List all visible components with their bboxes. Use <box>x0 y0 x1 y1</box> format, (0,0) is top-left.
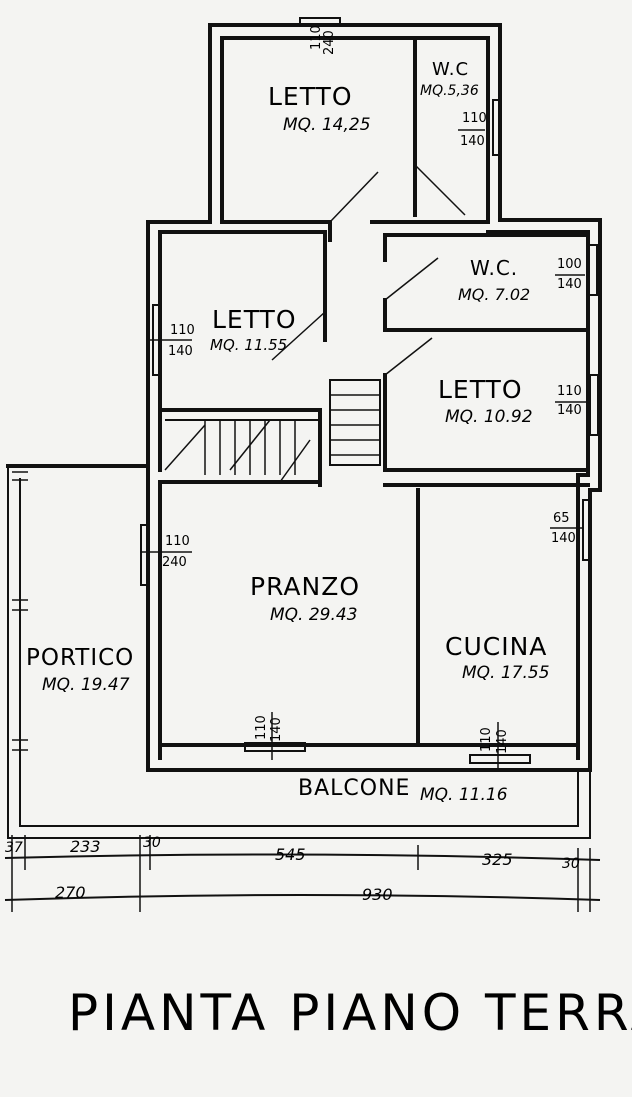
room-name: W.C. <box>470 256 518 280</box>
room-name: W.C <box>432 59 469 80</box>
room-name: LETTO <box>268 82 353 111</box>
opening-height: 240 <box>162 555 187 570</box>
interior-walls <box>158 36 590 747</box>
opening-width: 110 <box>462 111 487 126</box>
opening-width: 110 <box>165 534 190 549</box>
room-name: LETTO <box>438 375 523 404</box>
opening-height: 140 <box>557 403 582 418</box>
opening-width: 110 <box>479 727 494 752</box>
room-balcone: BALCONE MQ. 11.16 <box>298 776 508 805</box>
plan-title: PIANTA PIANO TERRA <box>68 984 632 1042</box>
room-area: MQ. 29.43 <box>270 605 358 625</box>
room-name: PRANZO <box>250 572 360 601</box>
dimension-label: 545 <box>275 845 306 864</box>
opening-right-window: 110 140 <box>555 384 590 418</box>
opening-height: 140 <box>557 277 582 292</box>
dimension-label: 930 <box>362 885 393 904</box>
opening-width: 100 <box>557 257 582 272</box>
dimension-row-2: 270 930 <box>55 883 393 904</box>
opening-height: 140 <box>168 344 193 359</box>
room-letto-right: LETTO MQ. 10.92 <box>438 375 533 427</box>
room-name: BALCONE <box>298 776 410 801</box>
room-area: MQ. 11.16 <box>420 785 508 805</box>
opening-width: 110 <box>254 715 269 740</box>
door-swings <box>229 164 466 483</box>
opening-height: 240 <box>322 30 337 55</box>
room-pranzo: PRANZO MQ. 29.43 <box>250 572 360 625</box>
room-area: MQ.5,36 <box>420 83 479 99</box>
dimension-label: 325 <box>482 850 513 869</box>
room-cucina: CUCINA MQ. 17.55 <box>445 632 550 683</box>
opening-left-window: 110 140 <box>150 323 195 359</box>
opening-cucina-window: 65 140 <box>550 511 583 546</box>
room-name: CUCINA <box>445 632 547 661</box>
opening-top-window: 110 240 <box>309 25 337 55</box>
opening-height: 140 <box>551 531 576 546</box>
dimension-label: 37 <box>5 840 23 856</box>
opening-wc-top-window: 110 140 <box>458 111 487 149</box>
dimension-row-1: 37 233 30 545 325 30 <box>5 835 580 872</box>
room-area: MQ. 7.02 <box>458 285 530 304</box>
room-letto-top: LETTO MQ. 14,25 <box>268 82 371 135</box>
room-wc-mid: W.C. MQ. 7.02 <box>458 256 530 304</box>
dimension-label: 30 <box>143 835 161 851</box>
opening-pranzo-bottom: 110 140 <box>254 712 284 760</box>
room-name: PORTICO <box>26 645 134 671</box>
room-area: MQ. 17.55 <box>462 663 550 683</box>
exterior-walls <box>6 23 602 839</box>
dimension-label: 270 <box>55 883 86 902</box>
opening-width: 110 <box>170 323 195 338</box>
opening-cucina-bottom: 110 140 <box>479 722 510 768</box>
room-area: MQ. 19.47 <box>42 675 130 695</box>
dimension-label: 233 <box>70 837 101 856</box>
room-letto-left: LETTO MQ. 11.55 <box>210 305 297 354</box>
opening-width: 65 <box>553 511 570 526</box>
dimension-lines <box>4 835 601 912</box>
opening-pranzo-door: 110 240 <box>140 534 192 570</box>
room-area: MQ. 14,25 <box>283 115 371 135</box>
opening-width: 110 <box>309 25 324 50</box>
room-area: MQ. 10.92 <box>445 407 533 427</box>
opening-width: 110 <box>557 384 582 399</box>
windows <box>12 17 599 764</box>
staircase <box>164 379 381 475</box>
opening-height: 140 <box>460 134 485 149</box>
room-area: MQ. 11.55 <box>210 336 287 354</box>
room-name: LETTO <box>212 305 297 334</box>
room-wc-top: W.C MQ.5,36 <box>420 59 479 99</box>
opening-wc-mid-window: 100 140 <box>555 257 585 292</box>
room-portico: PORTICO MQ. 19.47 <box>26 645 134 695</box>
dimension-label: 30 <box>562 856 580 872</box>
